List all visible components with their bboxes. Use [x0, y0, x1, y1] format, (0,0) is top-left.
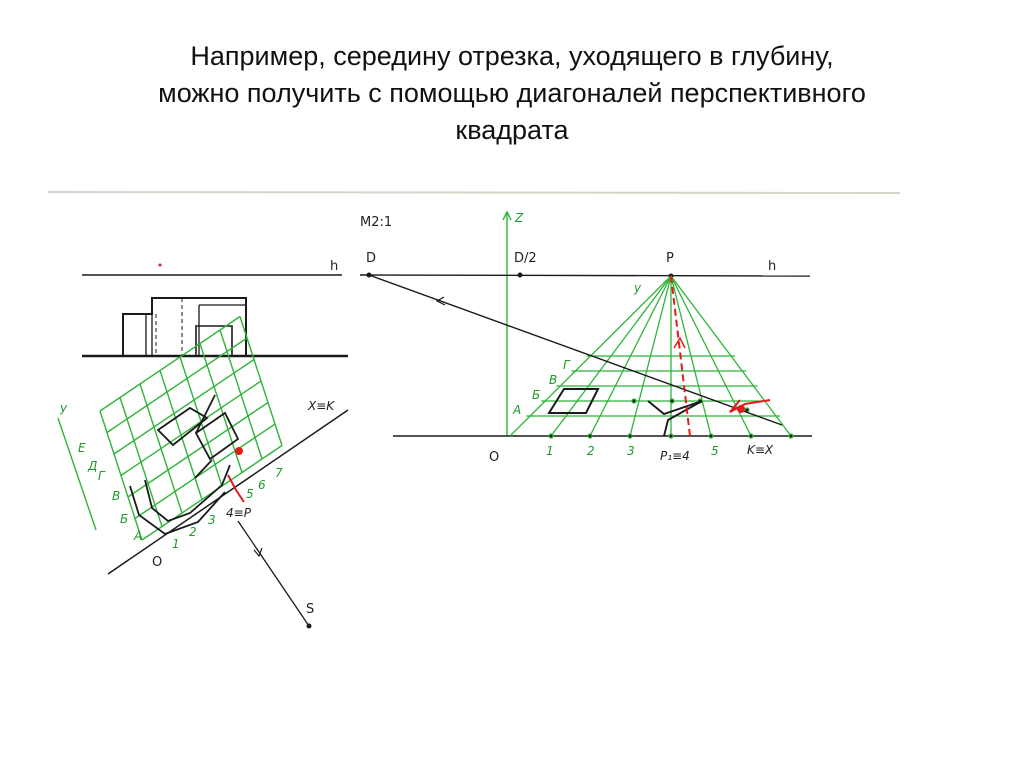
p1-label: P₁≡4 [660, 449, 690, 463]
ground-tick [788, 433, 794, 439]
depth-letter: В [549, 373, 557, 387]
depth-letter: Г [563, 358, 571, 372]
h-label-left: h [330, 259, 338, 274]
depth-letter: Г [98, 469, 106, 483]
depth-letter: А [133, 529, 142, 543]
elevation-view: h [82, 259, 348, 358]
plan-grid [99, 315, 283, 541]
ray-to-s [237, 520, 310, 627]
axis-number: 2 [189, 525, 197, 539]
four-eq-p-label: 4≡P [226, 506, 252, 520]
depth-letter: А [512, 403, 521, 417]
building-outline [122, 297, 247, 356]
intersection-point [631, 398, 637, 404]
origin-label-left: O [152, 555, 162, 570]
depth-letter: В [112, 489, 120, 503]
p-label: P [666, 251, 674, 266]
intersection-point [669, 398, 675, 404]
axis-number: 3 [208, 513, 216, 527]
plan-red-segment [227, 474, 245, 503]
s-label: S [306, 602, 314, 617]
perspective-contour [647, 400, 703, 437]
ground-tick [748, 433, 754, 439]
perspective-view: M2:1 Z h D D/2 P O [359, 210, 812, 465]
plan-x-axis [107, 409, 349, 575]
horizon-line-right [359, 274, 811, 277]
plan-y-axis [57, 417, 97, 531]
point-d-half [517, 272, 523, 278]
plan-contour [129, 394, 240, 536]
d-label: D [366, 251, 376, 266]
paper-edge [47, 191, 901, 194]
axis-number: 7 [275, 466, 283, 480]
scale-label: M2:1 [360, 215, 392, 230]
plan-view: X≡K y [57, 315, 349, 629]
point-s [306, 623, 312, 629]
axis-number: 5 [246, 487, 254, 501]
axis-number: 6 [258, 478, 266, 492]
axis-number: 5 [711, 444, 719, 458]
perspective-grid [509, 275, 794, 439]
title-line-1: Например, середину отрезка, уходящего в … [190, 41, 834, 71]
depth-letter: Б [120, 512, 128, 526]
perspective-red-contour [729, 399, 771, 413]
left-axis-numbers: 123 567 [172, 466, 283, 551]
depth-letter: Е [78, 441, 86, 455]
slide-title: Например, середину отрезка, уходящего в … [40, 38, 984, 149]
red-dashed-line [670, 275, 691, 437]
ground-tick [668, 433, 674, 439]
right-axis-numbers: 1 2 3 5 [546, 444, 719, 458]
title-line-2: можно получить с помощью диагоналей перс… [158, 78, 866, 108]
y-label-right: y [633, 281, 642, 295]
perspective-red-point [737, 405, 745, 413]
title-line-3: квадрата [455, 115, 569, 145]
z-label: Z [514, 211, 524, 225]
k-eq-x-label: K≡X [747, 443, 774, 457]
ground-tick [708, 433, 714, 439]
axis-number: 3 [627, 444, 635, 458]
ground-tick [627, 433, 633, 439]
plan-red-point [235, 447, 243, 455]
x-eq-k-label: X≡K [307, 399, 335, 413]
axis-number: 1 [172, 537, 180, 551]
ground-tick [587, 433, 593, 439]
d-half-label: D/2 [514, 251, 537, 266]
depth-letter: Б [532, 388, 540, 402]
h-label-right: h [768, 259, 776, 274]
origin-label-right: O [489, 450, 499, 465]
axis-number: 1 [546, 444, 554, 458]
depth-letter: Д [87, 459, 97, 473]
y-label-left: y [59, 401, 68, 415]
axis-number: 2 [587, 444, 595, 458]
ground-tick [548, 433, 554, 439]
perspective-square [547, 388, 600, 414]
